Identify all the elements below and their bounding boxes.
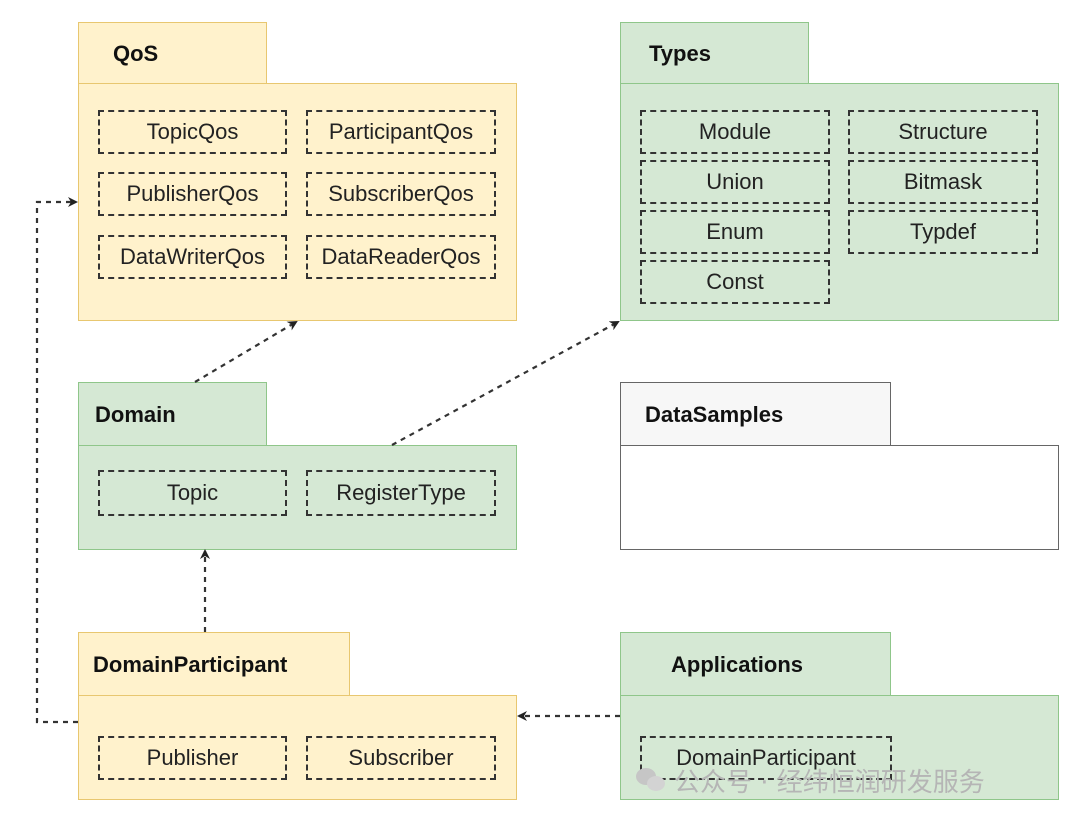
class-datawriterqos: DataWriterQos: [98, 235, 287, 279]
types-package-title: Types: [649, 40, 711, 66]
class-app-domainparticipant: DomainParticipant: [640, 736, 892, 780]
arrow-participant-to-qos: [35, 197, 78, 724]
class-topicqos: TopicQos: [98, 110, 287, 154]
arrow-domain-to-types: [391, 321, 620, 446]
class-bitmask: Bitmask: [848, 160, 1038, 204]
qos-package: [78, 83, 517, 321]
domainparticipant-package-title: DomainParticipant: [93, 651, 288, 677]
applications-package-tab: Applications: [620, 632, 891, 696]
class-enum: Enum: [640, 210, 830, 254]
domain-package-tab: Domain: [78, 382, 267, 446]
watermark-text: 公众号 · 经纬恒润研发服务: [674, 768, 985, 798]
class-participantqos: ParticipantQos: [306, 110, 496, 154]
class-const: Const: [640, 260, 830, 304]
domain-package-title: Domain: [95, 401, 176, 427]
qos-package-tab: QoS: [78, 22, 267, 84]
arrow-domain-to-qos: [194, 320, 298, 383]
class-topic: Topic: [98, 470, 287, 516]
class-publisherqos: PublisherQos: [98, 172, 287, 216]
class-datareaderqos: DataReaderQos: [306, 235, 496, 279]
watermark: 公众号 · 经纬恒润研发服务: [636, 762, 985, 799]
datasamples-package-title: DataSamples: [645, 401, 784, 427]
class-structure: Structure: [848, 110, 1038, 154]
class-union: Union: [640, 160, 830, 204]
class-registertype: RegisterType: [306, 470, 496, 516]
types-package-tab: Types: [620, 22, 809, 84]
class-subscriber: Subscriber: [306, 736, 496, 780]
wechat-icon: [636, 767, 666, 794]
class-publisher: Publisher: [98, 736, 287, 780]
domainparticipant-package-tab: DomainParticipant: [78, 632, 350, 696]
domainparticipant-package: [78, 695, 517, 800]
applications-package: [620, 695, 1059, 800]
class-module: Module: [640, 110, 830, 154]
domain-package: [78, 445, 517, 550]
applications-package-title: Applications: [671, 651, 804, 677]
datasamples-package-tab: DataSamples: [620, 382, 891, 446]
class-typdef: Typdef: [848, 210, 1038, 254]
qos-package-title: QoS: [113, 40, 159, 66]
datasamples-package: [620, 445, 1059, 550]
class-subscriberqos: SubscriberQos: [306, 172, 496, 216]
